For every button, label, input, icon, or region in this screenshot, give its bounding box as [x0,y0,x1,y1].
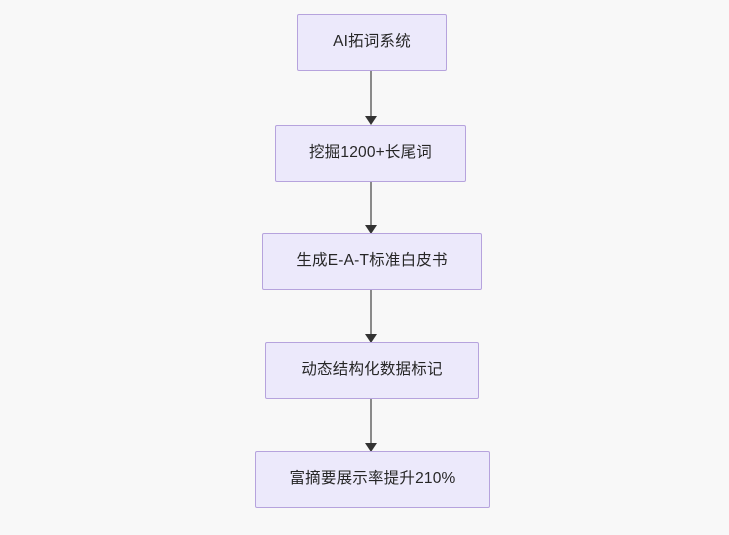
flow-edge-n2-n3 [362,182,380,234]
flow-node-mine-longtail-keywords[interactable]: 挖掘1200+长尾词 [275,125,466,182]
flow-node-ai-keyword-system[interactable]: AI拓词系统 [297,14,447,71]
edge-line [370,71,372,117]
flow-node-label: 挖掘1200+长尾词 [308,144,433,162]
down-arrow-icon [365,116,377,125]
flow-node-dynamic-structured-data-markup[interactable]: 动态结构化数据标记 [265,342,479,399]
edge-line [370,399,372,444]
down-arrow-icon [365,334,377,343]
flow-node-label: 富摘要展示率提升210% [289,470,456,488]
flow-node-label: AI拓词系统 [333,33,411,51]
flow-node-rich-snippet-impression-lift[interactable]: 富摘要展示率提升210% [255,451,490,508]
flow-edge-n1-n2 [362,71,380,125]
down-arrow-icon [365,443,377,452]
flow-edge-n4-n5 [362,399,380,452]
down-arrow-icon [365,225,377,234]
edge-line [370,290,372,335]
flow-node-generate-eat-whitepaper[interactable]: 生成E-A-T标准白皮书 [262,233,482,290]
flow-edge-n3-n4 [362,290,380,343]
flow-node-label: 动态结构化数据标记 [301,361,443,379]
edge-line [370,182,372,226]
flow-node-label: 生成E-A-T标准白皮书 [296,252,448,270]
